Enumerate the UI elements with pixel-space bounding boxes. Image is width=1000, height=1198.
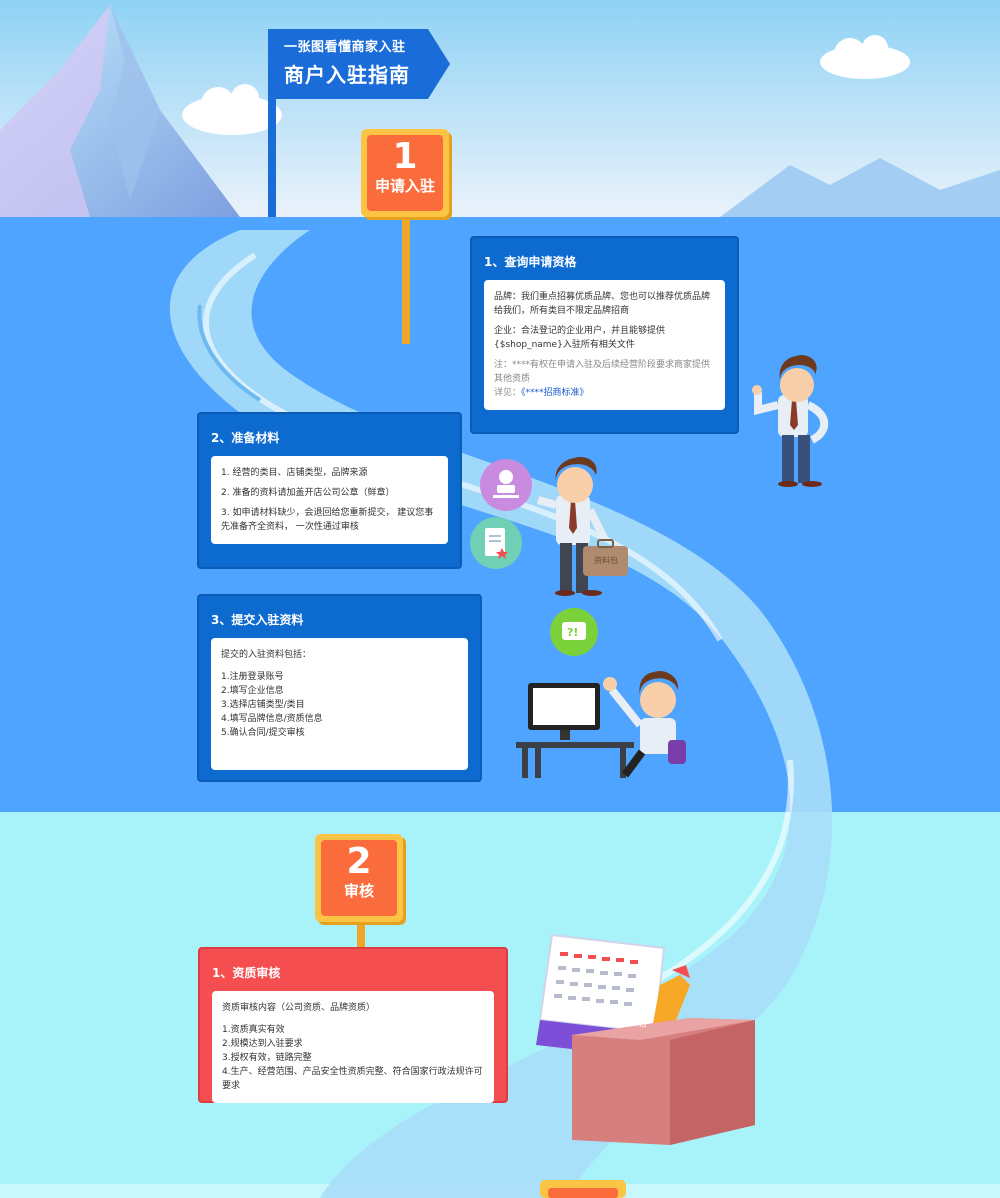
step-sign-2: 2 审核 bbox=[315, 834, 403, 922]
list-item: 1.注册登录账号 bbox=[221, 672, 284, 682]
header-flag bbox=[268, 29, 450, 99]
card-title: 3、提交入驻资料 bbox=[211, 613, 304, 627]
list-item: 2.填写企业信息 bbox=[221, 686, 284, 696]
header-subtitle: 一张图看懂商家入驻 bbox=[284, 40, 406, 55]
cloud-left bbox=[182, 84, 282, 135]
sign-post-1 bbox=[402, 210, 410, 344]
step-label: 审核 bbox=[343, 882, 374, 900]
card-body: 1. 经营的类目、店铺类型，品牌来源 2. 准备的资料请加盖开店公司公章（鲜章）… bbox=[211, 456, 448, 544]
brand-text: 品牌：我们重点招募优质品牌、您也可以推荐优质品牌给我们，所有类目不限定品牌招商 bbox=[494, 292, 711, 316]
card-body: 提交的入驻资料包括： 1.注册登录账号 2.填写企业信息 3.选择店铺类型/类目… bbox=[211, 638, 468, 770]
list-item: 3.选择店铺类型/类目 bbox=[221, 700, 305, 710]
list-item: 4.生产、经营范围、产品安全性资质完整、符合国家行政法规许可要求 bbox=[222, 1067, 483, 1091]
card-title: 1、查询申请资格 bbox=[484, 255, 577, 269]
list-item: 1.资质真实有效 bbox=[222, 1025, 285, 1035]
card-prepare-materials: 2、准备材料 1. 经营的类目、店铺类型，品牌来源 2. 准备的资料请加盖开店公… bbox=[197, 412, 462, 569]
card-submit-materials: 3、提交入驻资料 提交的入驻资料包括： 1.注册登录账号 2.填写企业信息 3.… bbox=[197, 594, 482, 782]
cloud-right bbox=[820, 35, 910, 79]
card-title: 2、准备材料 bbox=[211, 431, 280, 445]
note-text: 注：****有权在申请入驻及后续经营阶段要求商家提供其他资质 bbox=[494, 360, 711, 384]
list-item: 3.授权有效，链路完整 bbox=[222, 1053, 312, 1063]
card-body: 资质审核内容（公司资质、品牌资质） 1.资质真实有效 2.规模达到入驻要求 3.… bbox=[212, 991, 494, 1103]
list-item: 2. 准备的资料请加盖开店公司公章（鲜章） bbox=[221, 488, 395, 498]
step-number: 1 bbox=[392, 136, 418, 177]
mountain-right bbox=[720, 158, 1000, 217]
list-item: 3. 如申请材料缺少，会退回给您重新提交， 建议您事先准备齐全资料， 一次性通过… bbox=[221, 508, 434, 532]
card-check-eligibility: 1、查询申请资格 品牌：我们重点招募优质品牌、您也可以推荐优质品牌给我们，所有类… bbox=[470, 236, 739, 434]
detail-prefix: 详见： bbox=[494, 388, 522, 398]
river bbox=[169, 230, 833, 1198]
card-title: 1、资质审核 bbox=[212, 966, 281, 980]
flag-pole bbox=[268, 30, 276, 217]
step-number: 2 bbox=[346, 841, 372, 882]
card-body: 品牌：我们重点招募优质品牌、您也可以推荐优质品牌给我们，所有类目不限定品牌招商 … bbox=[484, 280, 725, 410]
step-label: 申请入驻 bbox=[374, 177, 435, 195]
step-sign-1: 1 申请入驻 bbox=[361, 129, 449, 217]
intro-text: 资质审核内容（公司资质、品牌资质） bbox=[222, 1003, 376, 1013]
list-item: 1. 经营的类目、店铺类型，品牌来源 bbox=[221, 468, 368, 478]
list-item: 2.规模达到入驻要求 bbox=[222, 1039, 303, 1049]
company-text: 企业：合法登记的企业用户，并且能够提供{$shop_name}入驻所有相关文件 bbox=[494, 326, 666, 350]
list-item: 5.确认合同/提交审核 bbox=[221, 728, 305, 738]
card-qualification-review: 1、资质审核 资质审核内容（公司资质、品牌资质） 1.资质真实有效 2.规模达到… bbox=[198, 947, 508, 1103]
sign-post-2 bbox=[357, 915, 365, 949]
header-title: 商户入驻指南 bbox=[284, 63, 410, 87]
list-item: 4.填写品牌信息/资质信息 bbox=[221, 714, 323, 724]
header-text: 一张图看懂商家入驻 商户入驻指南 bbox=[284, 36, 410, 88]
intro-text: 提交的入驻资料包括： bbox=[221, 650, 312, 660]
standards-link[interactable]: 《****招商标准》 bbox=[521, 388, 589, 398]
briefcase-label: 资料包 bbox=[594, 556, 618, 565]
